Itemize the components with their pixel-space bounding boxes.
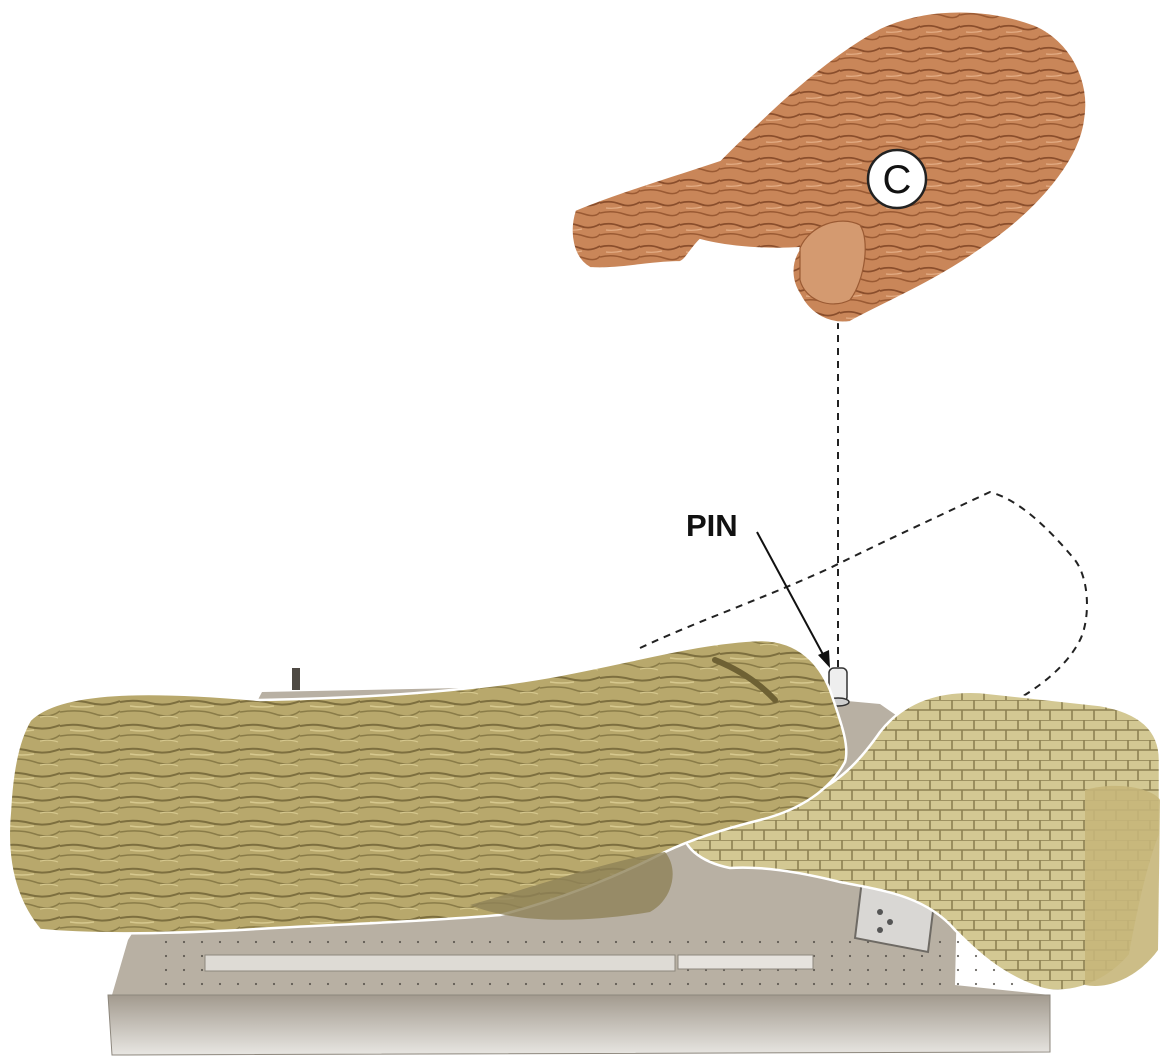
burner-tube: [205, 955, 675, 971]
right-log-end-grain: [1085, 786, 1160, 986]
rear-post: [292, 668, 300, 690]
log-c: C: [572, 12, 1087, 323]
pin-leader-arrowhead: [818, 650, 830, 668]
bracket-hole: [877, 927, 883, 933]
pin-label: PIN: [686, 508, 738, 543]
log-c-end-grain: [800, 221, 865, 304]
part-letter-badge: C: [868, 150, 926, 208]
bracket-hole: [887, 919, 893, 925]
burner-tube-extension: [678, 955, 813, 969]
bracket-hole: [877, 909, 883, 915]
part-letter: C: [883, 158, 912, 202]
burner-pan-front-face: [108, 995, 1050, 1055]
